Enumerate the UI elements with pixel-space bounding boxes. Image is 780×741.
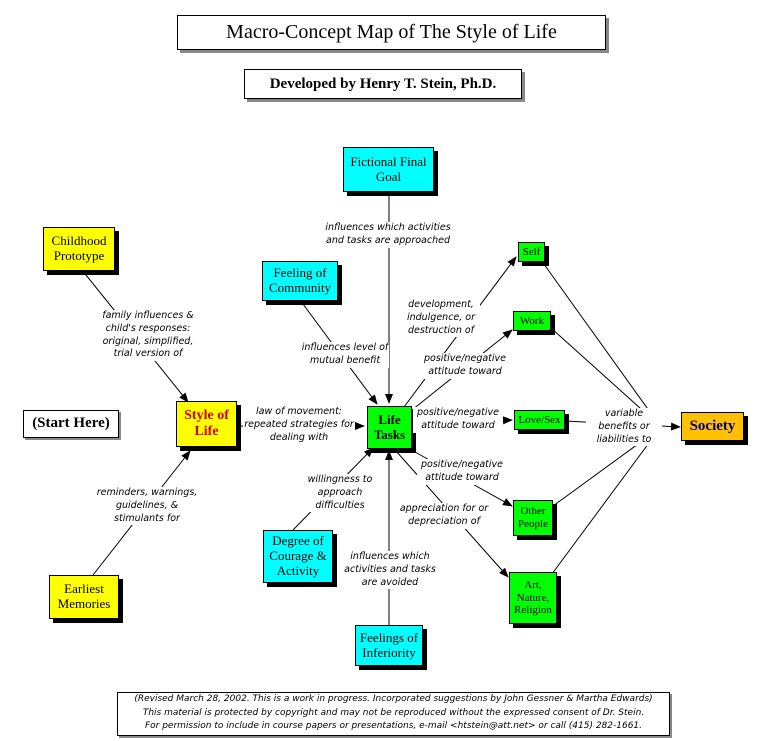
label-work-link: positive/negative attitude toward — [420, 353, 510, 379]
footer-line-1: (Revised March 28, 2002. This is a work … — [134, 694, 653, 704]
label-self-link: development, indulgence, or destruction … — [402, 299, 480, 338]
node-society: Society — [681, 412, 744, 441]
label-courage-link: willingness to approach difficulties — [304, 474, 376, 513]
node-style-of-life: Style of Life — [176, 401, 237, 447]
node-love-sex: Love/Sex — [514, 410, 565, 430]
label-prototype-link: family influences & child's responses: o… — [92, 310, 204, 362]
footer-notice: (Revised March 28, 2002. This is a work … — [117, 692, 670, 736]
node-other-people: Other People — [513, 500, 553, 536]
author-credit: Developed by Henry T. Stein, Ph.D. — [244, 69, 522, 99]
node-self: Self — [518, 242, 545, 262]
node-earliest-memories: Earliest Memories — [49, 575, 119, 619]
node-art-nature-religion: Art, Nature, Religion — [509, 572, 557, 624]
node-feeling-of-community: Feeling of Community — [262, 261, 338, 301]
node-childhood-prototype: Childhood Prototype — [43, 227, 115, 271]
node-life-tasks: Life Tasks — [367, 406, 412, 449]
footer-line-3: For permission to include in course pape… — [144, 721, 643, 731]
label-goal-influence: influences which activities and tasks ar… — [318, 222, 458, 248]
node-degree-of-courage: Degree of Courage & Activity — [263, 530, 333, 583]
page-title: Macro-Concept Map of The Style of Life — [177, 15, 606, 50]
label-community-influence: influences level of mutual benefit — [301, 342, 389, 368]
label-art-link: appreciation for or depreciation of — [396, 503, 492, 529]
footer-line-2: This material is protected by copyright … — [142, 707, 645, 718]
edge-self-society — [540, 259, 661, 427]
label-memories-link: reminders, warnings, guidelines, & stimu… — [90, 487, 204, 526]
node-work: Work — [513, 311, 551, 331]
label-other-link: positive/negative attitude toward — [417, 459, 507, 485]
label-love-link: positive/negative attitude toward — [413, 407, 503, 433]
edge-art-society — [548, 427, 661, 579]
node-feelings-of-inferiority: Feelings of Inferiority — [355, 625, 423, 666]
label-law-of-movement: law of movement: repeated strategies for… — [243, 406, 355, 445]
label-inferiority-link: influences which activities and tasks ar… — [338, 551, 442, 590]
label-society-link: variable benefits or liabilities to — [586, 408, 662, 447]
node-start-here: (Start Here) — [23, 410, 119, 438]
node-fictional-final-goal: Fictional Final Goal — [343, 147, 434, 192]
